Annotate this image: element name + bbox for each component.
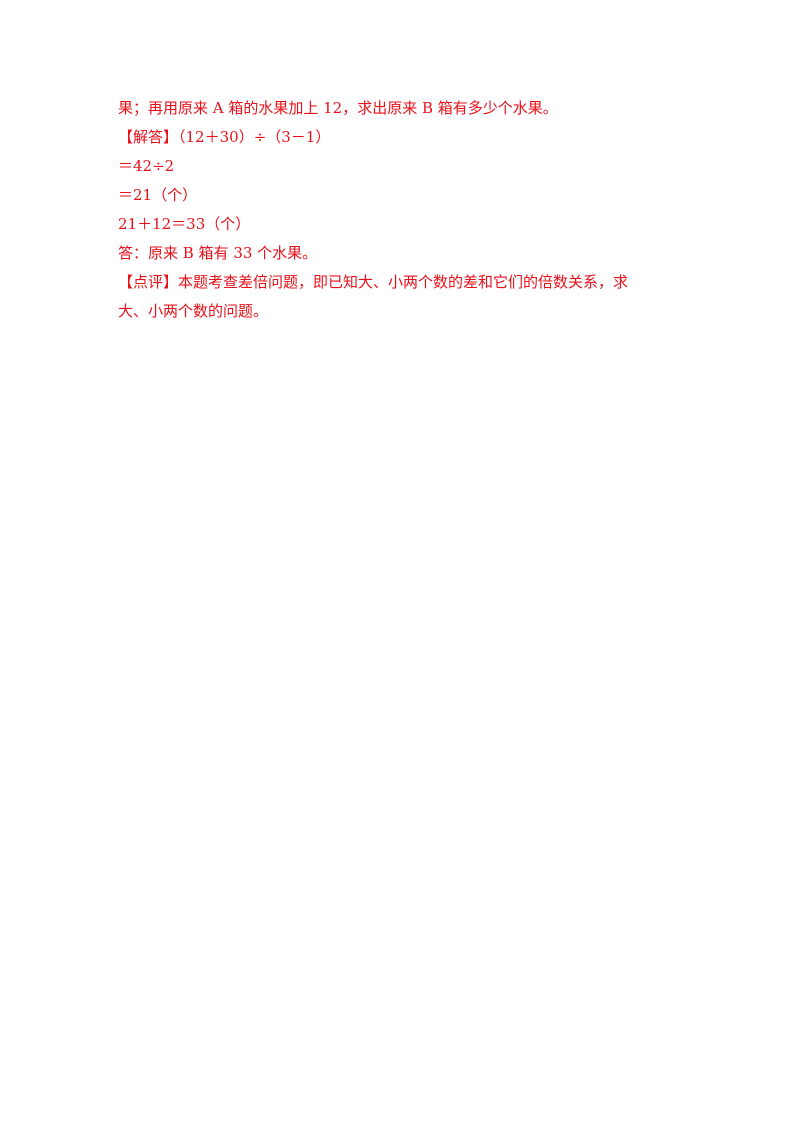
calculation-step-3: 21＋12＝33（个） [118, 215, 251, 233]
solution-text-block: 果；再用原来 A 箱的水果加上 12，求出原来 B 箱有多少个水果。 【解答】（… [118, 94, 683, 326]
review-tag: 【点评】 [118, 273, 179, 291]
review-line: 【点评】本题考查差倍问题，即已知大、小两个数的差和它们的倍数关系，求 [118, 268, 683, 297]
answer-expression: （12＋30）÷（3－1） [178, 128, 331, 146]
answer-line: 【解答】（12＋30）÷（3－1） [118, 123, 683, 152]
calculation-step-1: ＝42÷2 [118, 157, 175, 175]
answer-tag: 【解答】 [118, 128, 179, 146]
final-answer: 答：原来 B 箱有 33 个水果。 [118, 244, 318, 262]
analysis-line: 果；再用原来 A 箱的水果加上 12，求出原来 B 箱有多少个水果。 [118, 99, 558, 117]
calculation-step-2: ＝21（个） [118, 186, 198, 204]
review-text-continued: 大、小两个数的问题。 [118, 302, 269, 320]
review-text: 本题考查差倍问题，即已知大、小两个数的差和它们的倍数关系，求 [178, 273, 629, 291]
